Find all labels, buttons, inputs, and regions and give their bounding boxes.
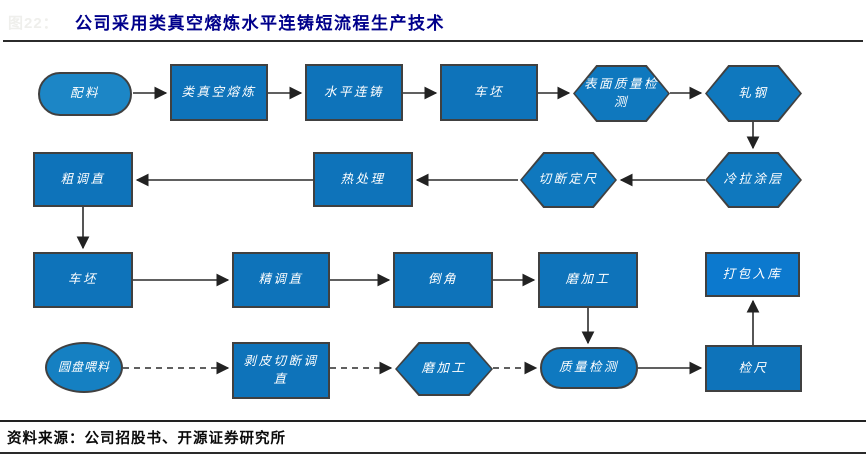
flow-node-label: 切断定尺 xyxy=(538,172,599,187)
flow-node-packing-warehousing: 打包入库 xyxy=(705,252,800,297)
flow-node-label: 质量检测 xyxy=(558,360,619,375)
flow-node-billet-turning-1: 车坯 xyxy=(440,64,538,121)
figure-title: 公司采用类真空熔炼水平连铸短流程生产技术 xyxy=(75,14,445,33)
header-divider xyxy=(3,40,863,42)
flow-node-cold-draw-coating: 冷拉涂层 xyxy=(705,152,802,208)
flow-node-label: 车坯 xyxy=(67,272,98,287)
flow-node-label: 剥皮切断调 直 xyxy=(243,354,319,386)
flow-node-disc-feeding: 圆盘喂料 xyxy=(45,342,123,393)
flow-node-label: 表面质量检 测 xyxy=(583,77,659,109)
flow-node-quality-inspection: 质量检测 xyxy=(540,347,638,389)
flow-node-label: 类真空熔炼 xyxy=(181,84,257,99)
source-note: 资料来源：公司招股书、开源证券研究所 xyxy=(7,431,286,447)
flow-node-cut-to-length: 切断定尺 xyxy=(520,152,617,208)
flow-node-label: 粗调直 xyxy=(60,171,106,186)
flow-node-grinding-2: 磨加工 xyxy=(395,342,493,396)
flow-node-label: 配料 xyxy=(69,86,100,101)
flow-node-label: 磨加工 xyxy=(565,272,611,287)
figure-number: 图22： xyxy=(8,15,59,32)
flow-node-label: 圆盘喂料 xyxy=(57,360,110,375)
hexagon-shape xyxy=(707,154,800,206)
hexagon-shape xyxy=(707,67,800,120)
flow-node-heat-treatment: 热处理 xyxy=(313,152,413,207)
flow-node-billet-turning-2: 车坯 xyxy=(33,252,133,308)
flow-node-horizontal-casting: 水平连铸 xyxy=(305,64,403,121)
flow-node-label: 冷拉涂层 xyxy=(723,172,784,187)
flow-node-surface-quality-inspection: 表面质量检 测 xyxy=(573,65,670,122)
hexagon-shape xyxy=(575,67,668,120)
hexagon-shape xyxy=(522,154,615,206)
flow-node-peeling-cutting-straightening: 剥皮切断调 直 xyxy=(232,342,330,399)
flow-node-steel-rolling: 轧钢 xyxy=(705,65,802,122)
flow-node-label: 水平连铸 xyxy=(323,84,384,99)
flow-node-label: 打包入库 xyxy=(722,266,783,281)
flow-node-label: 轧钢 xyxy=(738,85,769,100)
flow-node-quasi-vacuum-melting: 类真空熔炼 xyxy=(170,64,268,121)
flow-node-batching: 配料 xyxy=(38,72,132,116)
footer-divider xyxy=(0,420,866,422)
flow-node-label: 热处理 xyxy=(340,171,386,186)
flow-node-rough-straightening: 粗调直 xyxy=(33,152,133,207)
flow-node-label: 车坯 xyxy=(473,84,504,99)
flow-node-label: 检尺 xyxy=(738,360,769,375)
flow-node-fine-straightening: 精调直 xyxy=(232,252,330,308)
flow-node-grinding-1: 磨加工 xyxy=(538,252,638,308)
flow-node-chamfering: 倒角 xyxy=(393,252,493,308)
page-bottom-edge xyxy=(0,452,866,454)
flow-node-label: 精调直 xyxy=(258,272,304,287)
hexagon-shape xyxy=(397,344,491,394)
flow-node-label: 磨加工 xyxy=(421,361,467,376)
flow-node-length-gauging: 检尺 xyxy=(705,345,802,392)
flow-node-label: 倒角 xyxy=(427,272,458,287)
